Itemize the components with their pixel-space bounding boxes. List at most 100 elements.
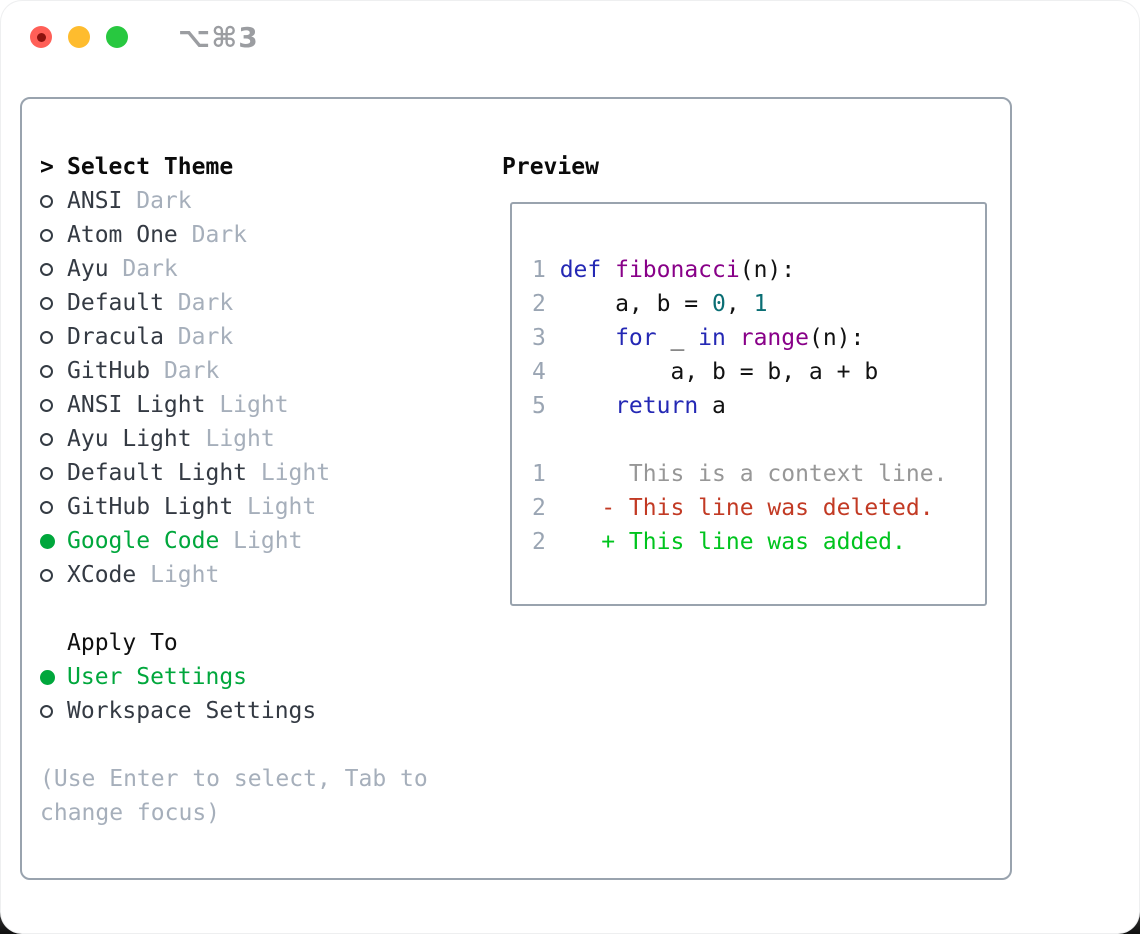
zoom-button[interactable] bbox=[106, 26, 128, 48]
code-token: This is a context line. bbox=[559, 461, 948, 487]
code-line: 2 - This line was deleted. bbox=[532, 491, 985, 525]
radio-marker bbox=[40, 398, 67, 412]
radio-marker bbox=[40, 466, 67, 480]
code-token: a bbox=[698, 393, 726, 419]
radio-icon bbox=[40, 500, 53, 514]
close-dot-icon bbox=[36, 32, 46, 42]
theme-variant: Dark bbox=[150, 358, 220, 384]
radio-icon bbox=[40, 330, 53, 344]
theme-option[interactable]: GitHub Light Light bbox=[40, 490, 480, 524]
theme-variant: Light bbox=[219, 528, 303, 554]
theme-variant: Dark bbox=[122, 188, 192, 214]
theme-name: XCode bbox=[67, 562, 137, 588]
theme-option[interactable]: ANSI Light Light bbox=[40, 388, 480, 422]
code-token: 1 bbox=[753, 291, 768, 317]
theme-option[interactable]: Ayu Light Light bbox=[40, 422, 480, 456]
theme-option[interactable]: GitHub Dark bbox=[40, 354, 480, 388]
minimize-button[interactable] bbox=[68, 26, 90, 48]
theme-name: Ayu Light bbox=[67, 426, 192, 452]
radio-marker bbox=[40, 262, 67, 276]
theme-variant: Dark bbox=[108, 256, 178, 282]
line-number: 3 bbox=[532, 325, 546, 351]
code-line: 3 for _ in range(n): bbox=[532, 321, 985, 355]
theme-option[interactable]: Dracula Dark bbox=[40, 320, 480, 354]
code-token: def bbox=[559, 257, 602, 283]
radio-icon bbox=[40, 466, 53, 480]
radio-marker bbox=[40, 568, 67, 582]
code-line: 4 a, b = b, a + b bbox=[532, 355, 985, 389]
spacer bbox=[40, 728, 480, 762]
code-token bbox=[560, 529, 602, 555]
line-number: 1 bbox=[532, 461, 546, 487]
radio-marker bbox=[40, 669, 67, 685]
help-text: (Use Enter to select, Tab to change focu… bbox=[40, 766, 428, 826]
radio-selected-icon bbox=[40, 533, 55, 549]
code-token: 0 bbox=[712, 291, 726, 317]
theme-name: Google Code bbox=[67, 528, 220, 554]
spacer bbox=[40, 592, 480, 626]
code-token: _ bbox=[656, 325, 699, 351]
code-token: in bbox=[698, 325, 726, 351]
apply-option-label: User Settings bbox=[67, 664, 248, 690]
code-line: 2 + This line was added. bbox=[532, 525, 985, 559]
theme-variant: Light bbox=[247, 460, 331, 486]
theme-name: Atom One bbox=[67, 222, 178, 248]
radio-marker bbox=[40, 296, 67, 310]
line-number: 4 bbox=[532, 359, 546, 385]
radio-icon bbox=[40, 398, 53, 412]
theme-variant: Light bbox=[233, 494, 317, 520]
radio-icon bbox=[40, 704, 53, 718]
theme-name: Ayu bbox=[67, 256, 109, 282]
theme-name: GitHub bbox=[67, 358, 151, 384]
theme-option[interactable]: Default Light Light bbox=[40, 456, 480, 490]
theme-variant: Light bbox=[191, 426, 275, 452]
code-token: (n): bbox=[808, 325, 865, 351]
theme-option[interactable]: XCode Light bbox=[40, 558, 480, 592]
radio-icon bbox=[40, 364, 53, 378]
code-line: 1 This is a context line. bbox=[532, 457, 985, 491]
apply-option[interactable]: User Settings bbox=[40, 660, 480, 694]
theme-variant: Dark bbox=[177, 222, 248, 248]
code-line bbox=[532, 423, 985, 457]
window-title: ⌥⌘3 bbox=[178, 20, 259, 54]
theme-option[interactable]: Default Dark bbox=[40, 286, 480, 320]
theme-option[interactable]: Google Code Light bbox=[40, 524, 480, 558]
theme-option[interactable]: Atom One Dark bbox=[40, 218, 480, 252]
code-token bbox=[560, 393, 615, 419]
code-token: range bbox=[739, 325, 809, 351]
radio-marker bbox=[40, 500, 67, 514]
select-theme-title: Select Theme bbox=[67, 154, 234, 180]
theme-name: Dracula bbox=[67, 324, 164, 350]
radio-marker bbox=[40, 364, 67, 378]
select-theme-header: > Select Theme bbox=[40, 150, 480, 184]
apply-to-header: Apply To bbox=[40, 626, 480, 660]
code-token: - This line was deleted. bbox=[601, 495, 934, 521]
apply-option[interactable]: Workspace Settings bbox=[40, 694, 480, 728]
code-token: fibonacci bbox=[615, 257, 740, 283]
code-token bbox=[726, 325, 740, 351]
code-token bbox=[560, 325, 615, 351]
code-token: a, b = bbox=[559, 291, 713, 317]
close-button[interactable] bbox=[30, 26, 52, 48]
theme-option[interactable]: Ayu Dark bbox=[40, 252, 480, 286]
radio-marker bbox=[40, 432, 67, 446]
code-token bbox=[601, 257, 615, 283]
radio-marker bbox=[40, 228, 67, 242]
apply-to-title: Apply To bbox=[67, 630, 178, 656]
preview-title: Preview bbox=[502, 154, 599, 180]
radio-selected-icon bbox=[40, 669, 55, 685]
code-token: return bbox=[615, 393, 699, 419]
theme-option[interactable]: ANSI Dark bbox=[40, 184, 480, 218]
line-number: 1 bbox=[532, 257, 546, 283]
theme-name: Default Light bbox=[67, 460, 248, 486]
code-token: , bbox=[725, 291, 754, 317]
theme-name: Default bbox=[67, 290, 164, 316]
theme-variant: Dark bbox=[163, 324, 234, 350]
theme-name: GitHub Light bbox=[67, 494, 234, 520]
radio-icon bbox=[40, 228, 53, 242]
